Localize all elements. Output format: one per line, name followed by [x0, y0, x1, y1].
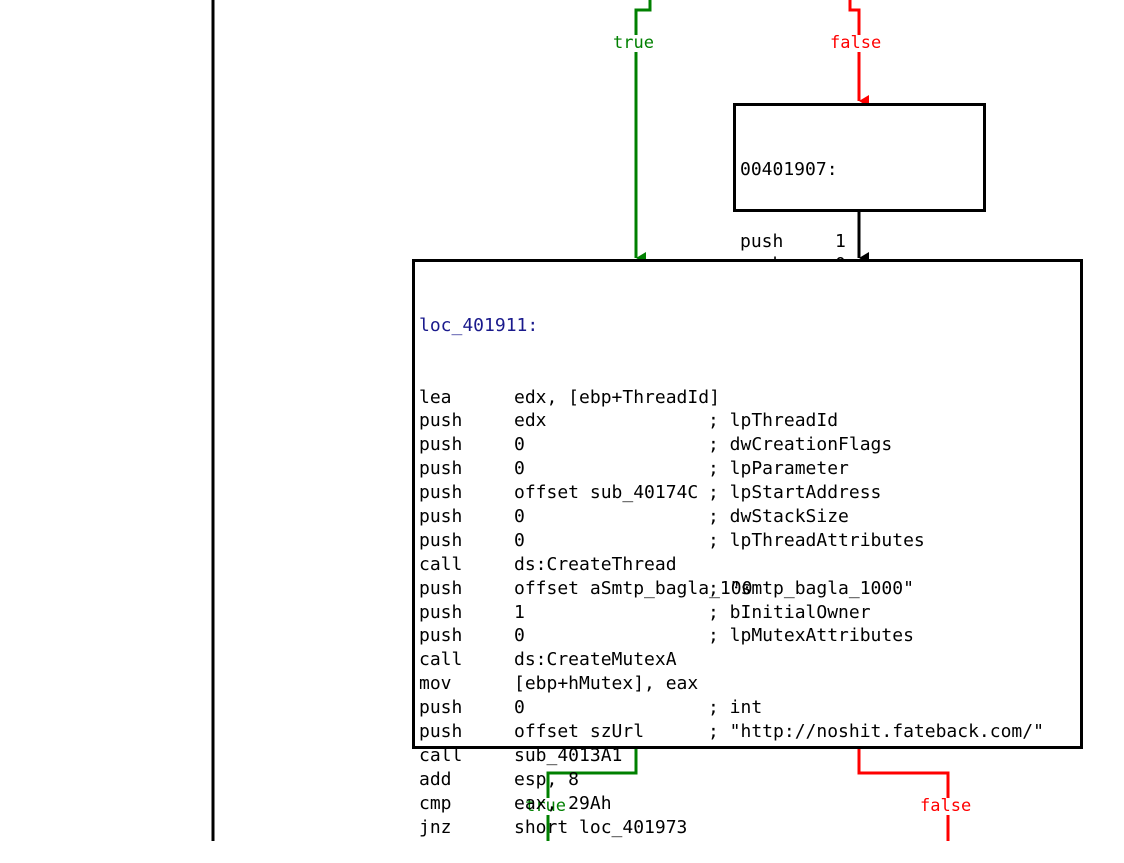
- instruction-operands[interactable]: 0: [514, 625, 525, 647]
- instruction-mnemonic: push: [419, 625, 463, 647]
- instruction-line[interactable]: mov [ebp+hMutex], eax: [419, 672, 1076, 696]
- instruction-operands[interactable]: [ebp+hMutex], eax: [514, 673, 699, 695]
- instruction-comment: ; lpStartAddress: [708, 482, 882, 504]
- instruction-line[interactable]: push 0 ; lpMutexAttributes: [419, 624, 1076, 648]
- instruction-operands[interactable]: eax, 29Ah: [514, 792, 612, 814]
- instruction-mnemonic: push: [419, 410, 463, 432]
- instruction-mnemonic: call: [419, 649, 463, 671]
- instruction-operands[interactable]: edx: [514, 410, 547, 432]
- instruction-operands[interactable]: 0: [514, 434, 525, 456]
- instruction-line[interactable]: push 1: [740, 230, 979, 254]
- code-block-loc-401911[interactable]: loc_401911: lea edx, [ebp+ThreadId] push ed…: [412, 259, 1083, 838]
- instruction-operands[interactable]: 0: [514, 529, 525, 551]
- false-edge-label-bottom: false: [919, 796, 973, 816]
- block-instructions: lea edx, [ebp+ThreadId] push edx ; lpThreadI…: [419, 386, 1076, 840]
- instruction-operands[interactable]: offset szUrl: [514, 720, 645, 742]
- instruction-comment: ; dwStackSize: [708, 505, 849, 527]
- instruction-line[interactable]: push offset szUrl ; "http://noshit.fatebac…: [419, 720, 1076, 744]
- instruction-operands[interactable]: 1: [514, 601, 525, 623]
- instruction-operands[interactable]: sub_4013A1: [514, 744, 623, 766]
- instruction-comment: ; lpParameter: [708, 458, 849, 480]
- instruction-operands[interactable]: ds:CreateThread: [514, 553, 677, 575]
- instruction-line[interactable]: call sub_4013A1: [419, 744, 1076, 768]
- instruction-operands[interactable]: 0: [514, 505, 525, 527]
- instruction-line[interactable]: push 1 ; bInitialOwner: [419, 601, 1076, 625]
- instruction-mnemonic: push: [419, 434, 463, 456]
- instruction-mnemonic: jnz: [419, 816, 452, 838]
- instruction-mnemonic: mov: [419, 673, 452, 695]
- instruction-line[interactable]: push edx ; lpThreadId: [419, 409, 1076, 433]
- instruction-operands[interactable]: offset sub_40174C: [514, 482, 699, 504]
- true-edge-label-top: true: [612, 33, 655, 53]
- instruction-mnemonic: cmp: [419, 792, 452, 814]
- instruction-comment: ; bInitialOwner: [708, 601, 871, 623]
- instruction-mnemonic: call: [419, 744, 463, 766]
- code-block-00401907[interactable]: 00401907: push1push0calldword_4022B8: [733, 103, 986, 299]
- instruction-mnemonic: push: [419, 529, 463, 551]
- instruction-mnemonic: push: [419, 697, 463, 719]
- instruction-mnemonic: push: [419, 720, 463, 742]
- block-address-label: 00401907:: [740, 158, 838, 180]
- instruction-line[interactable]: call ds:CreateMutexA: [419, 648, 1076, 672]
- instruction-operands[interactable]: edx, [ebp+ThreadId]: [514, 386, 720, 408]
- graph-edges: [211, 0, 950, 841]
- instruction-mnemonic: push: [419, 482, 463, 504]
- instruction-operands[interactable]: 0: [514, 697, 525, 719]
- instruction-line[interactable]: push offset sub_40174C ; lpStartAddress: [419, 481, 1076, 505]
- instruction-line[interactable]: call ds:CreateThread: [419, 553, 1076, 577]
- instruction-mnemonic: push: [419, 601, 463, 623]
- instruction-line[interactable]: add esp, 8: [419, 768, 1076, 792]
- instruction-operands[interactable]: offset aSmtp_bagla_100: [514, 577, 753, 599]
- instruction-comment: ; lpThreadAttributes: [708, 529, 925, 551]
- instruction-line[interactable]: lea edx, [ebp+ThreadId]: [419, 386, 1076, 410]
- instruction-line[interactable]: push 0 ; int: [419, 696, 1076, 720]
- instruction-line[interactable]: jnz short loc_401973: [419, 816, 1076, 840]
- instruction-operands[interactable]: short loc_401973: [514, 816, 688, 838]
- false-edge-top: [848, 0, 869, 107]
- instruction-mnemonic: push: [419, 577, 463, 599]
- block-location-label[interactable]: loc_401911:: [419, 314, 539, 336]
- false-edge-label-top: false: [829, 33, 883, 53]
- instruction-line[interactable]: push 0 ; lpThreadAttributes: [419, 529, 1076, 553]
- instruction-mnemonic: push: [740, 230, 784, 252]
- instruction-line[interactable]: push 0 ; dwStackSize: [419, 505, 1076, 529]
- instruction-operands[interactable]: 0: [514, 458, 525, 480]
- instruction-operands[interactable]: ds:CreateMutexA: [514, 649, 677, 671]
- instruction-line[interactable]: push 0 ; lpParameter: [419, 457, 1076, 481]
- true-edge-top: [634, 0, 652, 264]
- instruction-mnemonic: push: [419, 505, 463, 527]
- true-edge-label-bottom: true: [524, 796, 567, 816]
- instruction-comment: ; int: [708, 697, 763, 719]
- instruction-line[interactable]: cmp eax, 29Ah: [419, 792, 1076, 816]
- instruction-comment: ; lpMutexAttributes: [708, 625, 914, 647]
- instruction-mnemonic: lea: [419, 386, 452, 408]
- instruction-mnemonic: push: [419, 458, 463, 480]
- instruction-comment: ; "http://noshit.fateback.com/": [708, 720, 1044, 742]
- instruction-operands[interactable]: 1: [835, 230, 846, 252]
- instruction-comment: ; "smtp_bagla_1000": [708, 577, 914, 599]
- instruction-line[interactable]: push 0 ; dwCreationFlags: [419, 433, 1076, 457]
- instruction-comment: ; dwCreationFlags: [708, 434, 893, 456]
- instruction-line[interactable]: push offset aSmtp_bagla_100; "smtp_bagla_…: [419, 577, 1076, 601]
- instruction-mnemonic: add: [419, 768, 452, 790]
- instruction-mnemonic: call: [419, 553, 463, 575]
- instruction-comment: ; lpThreadId: [708, 410, 839, 432]
- instruction-operands[interactable]: esp, 8: [514, 768, 580, 790]
